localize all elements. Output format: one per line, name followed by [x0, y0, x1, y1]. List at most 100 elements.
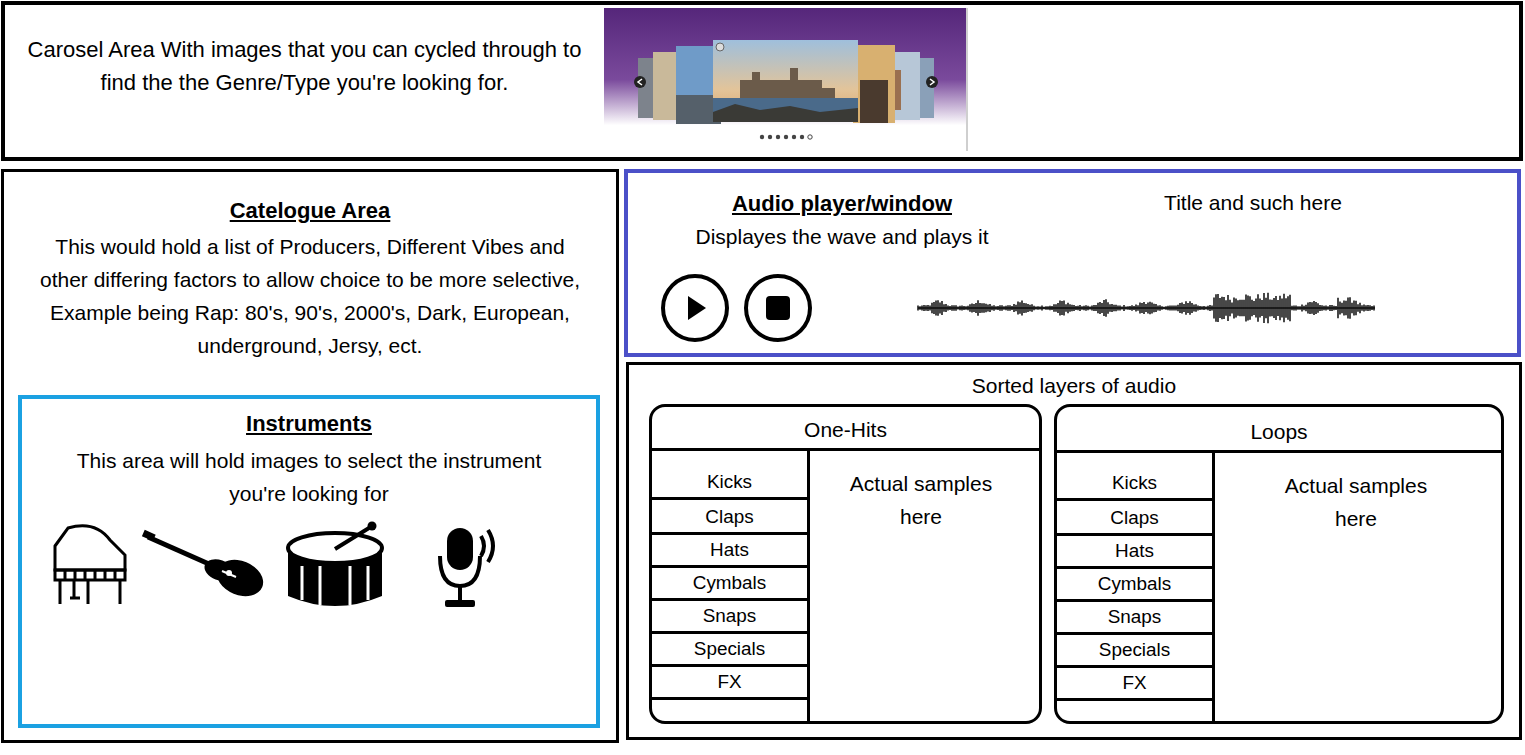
wave-bar: [1331, 305, 1333, 311]
wave-bar: [967, 306, 969, 310]
wave-bar: [1027, 304, 1029, 312]
wave-bar: [1205, 306, 1207, 309]
wave-bar: [1215, 294, 1217, 321]
wave-bar: [1219, 298, 1221, 318]
category-cell: Cymbals: [1057, 569, 1212, 602]
wave-bar: [1159, 305, 1161, 311]
box-heading: FX: [1057, 672, 1212, 695]
wave-bar: [1283, 294, 1285, 322]
wave-bar: [981, 303, 983, 312]
microphone-icon: [440, 528, 493, 607]
wave-bar: [1055, 304, 1057, 312]
wave-bar: [1193, 304, 1195, 311]
box-text: Title and such here: [1118, 190, 1388, 215]
wave-bar: [939, 302, 941, 313]
wave-bar: [1355, 301, 1357, 315]
wave-bar: [1031, 304, 1033, 311]
wave-bar: [979, 303, 981, 313]
wave-bar: [977, 300, 979, 315]
wave-bar: [1195, 304, 1197, 312]
wave-bar: [1109, 304, 1111, 311]
category-cell: Kicks: [1057, 451, 1212, 501]
column-divider: [1212, 450, 1215, 721]
wave-bar: [1251, 300, 1253, 317]
wave-bar: [1079, 305, 1081, 311]
wave-bar: [1319, 305, 1321, 311]
box-heading: Claps: [652, 506, 807, 529]
wave-bar: [1127, 306, 1129, 310]
wave-bar: [1315, 302, 1317, 314]
wave-bar: [1165, 306, 1167, 310]
wave-bar: [1343, 301, 1345, 316]
wave-bar: [1203, 306, 1205, 310]
one-hits-panel: One-HitsActual samples hereKicksClapsHat…: [649, 404, 1042, 724]
wave-bar: [1309, 302, 1311, 314]
wave-bar: [1115, 305, 1117, 311]
wave-bar: [1113, 305, 1115, 312]
wave-bar: [1025, 303, 1027, 313]
wave-bar: [1245, 294, 1247, 321]
wave-bar: [1313, 301, 1315, 315]
wave-bar: [921, 306, 923, 311]
wave-bar: [1365, 305, 1367, 310]
wave-bar: [1057, 303, 1059, 313]
wave-bar: [1233, 297, 1235, 318]
wave-bar: [1009, 305, 1011, 311]
stop-button: [746, 276, 810, 340]
wave-bar: [955, 305, 957, 310]
catalogue-panel: Catelogue AreaThis would hold a list of …: [1, 169, 619, 743]
wave-bar: [1017, 302, 1019, 315]
carousel-image: [604, 8, 967, 151]
box-heading: Specials: [652, 638, 807, 661]
wave-bar: [1153, 304, 1155, 313]
wave-bar: [1273, 298, 1275, 318]
wave-bar: [1373, 306, 1375, 311]
wave-bar: [1241, 300, 1243, 317]
wave-bar: [999, 305, 1001, 311]
category-cell: Specials: [1057, 635, 1212, 668]
wave-bar: [1231, 302, 1233, 313]
wave-bar: [1239, 300, 1241, 316]
wave-bar: [1081, 306, 1083, 309]
wave-bar: [959, 306, 961, 310]
category-cell: Snaps: [652, 601, 807, 634]
wave-bar: [1175, 306, 1177, 311]
wave-bar: [1295, 306, 1297, 311]
wave-bar: [1083, 306, 1085, 310]
wave-bar: [1139, 303, 1141, 314]
wave-bar: [1297, 306, 1299, 310]
wave-bar: [1107, 302, 1109, 313]
wave-bar: [983, 303, 985, 313]
wave-bar: [1341, 303, 1343, 313]
box-text: This area will hold images to select the…: [67, 444, 551, 510]
wave-bar: [1097, 303, 1099, 313]
wave-bar: [1357, 304, 1359, 312]
wave-bar: [991, 306, 993, 311]
wave-bar: [1063, 301, 1065, 316]
wave-bar: [1099, 302, 1101, 314]
wave-bar: [1043, 307, 1045, 310]
wave-bar: [1371, 306, 1373, 310]
category-cell: Specials: [652, 634, 807, 667]
wave-bar: [1167, 306, 1169, 310]
wave-bar: [997, 306, 999, 310]
wave-bar: [1353, 301, 1355, 316]
wave-bar: [1103, 300, 1105, 316]
box-heading: Hats: [1057, 540, 1212, 563]
wave-bar: [1261, 300, 1263, 316]
box-heading: Carosel Area With images that you can cy…: [17, 33, 592, 99]
wave-bar: [1183, 304, 1185, 312]
wave-bar: [1019, 302, 1021, 314]
wave-bar: [1067, 303, 1069, 313]
wave-bar: [1333, 306, 1335, 311]
wave-bar: [1191, 303, 1193, 313]
wave-bar: [985, 304, 987, 312]
wave-bar: [1147, 303, 1149, 314]
wave-bar: [917, 306, 919, 311]
wave-bar: [941, 301, 943, 315]
wave-bar: [1281, 299, 1283, 318]
wave-bar: [1135, 304, 1137, 311]
box-heading: Hats: [652, 539, 807, 562]
wave-bar: [1275, 296, 1277, 320]
wave-bar: [1071, 305, 1073, 311]
